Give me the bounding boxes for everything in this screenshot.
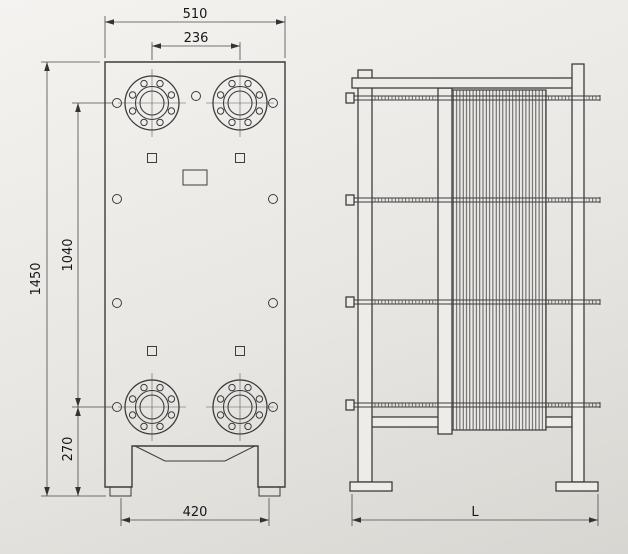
support-column (571, 63, 585, 483)
dim-label-port-spacing-horizontal: 236 (184, 31, 209, 46)
carrying-bar (351, 77, 577, 89)
lifting-point (147, 346, 157, 356)
dim-label-foot-spacing: 420 (183, 505, 208, 520)
foot-left (349, 481, 393, 492)
lifting-point (147, 153, 157, 163)
arrowhead (589, 517, 598, 523)
arrowhead (121, 517, 130, 523)
dim-port-spacing-vertical: 1040 (61, 102, 112, 408)
arrowhead (152, 43, 161, 49)
tie-bolt (345, 92, 601, 104)
plate-pack (451, 89, 547, 431)
dim-foot-spacing: 420 (120, 498, 270, 526)
side-view (345, 63, 601, 492)
arrowhead (44, 62, 50, 71)
fixed-frame-plate (357, 69, 373, 483)
port-flange-bottom-left (117, 372, 187, 442)
side-view-dimensions: L (351, 494, 599, 526)
foot-pad-left (109, 486, 132, 497)
base-trapezoid (134, 445, 256, 462)
tie-bolt (345, 399, 601, 411)
dim-overall-width: 510 (104, 7, 286, 58)
arrowhead (260, 517, 269, 523)
foot-pad-right (258, 486, 281, 497)
bolt-head (345, 399, 355, 411)
arrowhead (75, 398, 81, 407)
pressure-plate (437, 87, 453, 435)
port-flange-top-left (117, 68, 187, 138)
port-flange-bottom-right (205, 372, 275, 442)
edge-bolt (112, 298, 122, 308)
tie-bolt (345, 296, 601, 308)
arrowhead (75, 487, 81, 496)
edge-bolt (112, 194, 122, 204)
bolt-head (345, 296, 355, 308)
arrowhead (75, 407, 81, 416)
tie-bolt (345, 194, 601, 206)
dim-label-port-to-base: 270 (61, 437, 76, 462)
edge-bolt (268, 298, 278, 308)
arrowhead (105, 19, 114, 25)
edge-bolt (268, 194, 278, 204)
dim-port-to-base: 270 (61, 407, 81, 496)
dim-label-frame-length: L (471, 505, 479, 520)
bolt-head (345, 194, 355, 206)
port-flange-top-right (205, 68, 275, 138)
dim-label-overall-width: 510 (183, 7, 208, 22)
dim-overall-height: 1450 (29, 61, 106, 497)
nameplate (182, 169, 208, 186)
arrowhead (75, 103, 81, 112)
frame-plate-outline (104, 61, 286, 488)
arrowhead (44, 487, 50, 496)
edge-bolt (191, 91, 201, 101)
dim-port-spacing-horizontal: 236 (151, 31, 241, 60)
front-view-dimensions: 510 236 1450 1040 (29, 7, 286, 526)
arrowhead (352, 517, 361, 523)
dim-frame-length: L (351, 494, 599, 526)
lifting-point (235, 346, 245, 356)
dim-label-overall-height: 1450 (29, 262, 44, 295)
front-view (104, 61, 286, 497)
arrowhead (231, 43, 240, 49)
bolt-head (345, 92, 355, 104)
arrowhead (276, 19, 285, 25)
foot-right (555, 481, 599, 492)
dim-label-port-spacing-vertical: 1040 (61, 238, 76, 271)
lifting-point (235, 153, 245, 163)
